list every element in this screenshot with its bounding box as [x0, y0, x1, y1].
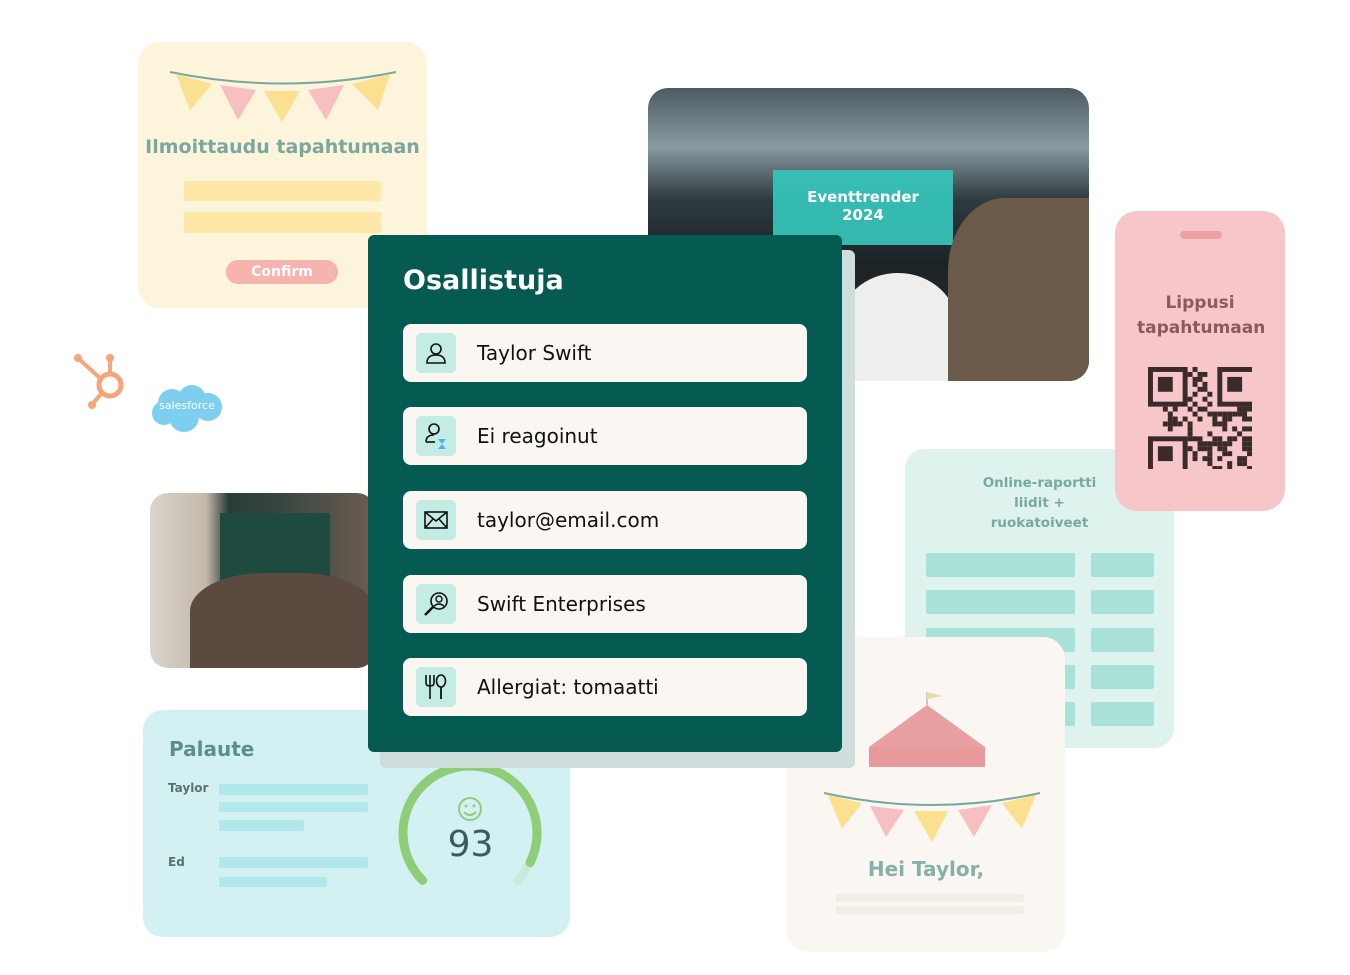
bunting-decoration: [169, 71, 397, 122]
row-label: Taylor Swift: [477, 341, 592, 365]
row-label: Ei reagoinut: [477, 424, 598, 448]
fork-spoon-icon: [416, 667, 456, 707]
signup-title: Ilmoittaudu tapahtumaan: [145, 136, 420, 158]
greeting-text: Hei Taylor,: [867, 857, 985, 881]
row-label: Allergiat: tomaatti: [477, 675, 659, 699]
attendee-company-row[interactable]: Swift Enterprises: [403, 575, 807, 633]
attendee-status-row[interactable]: Ei reagoinut: [403, 407, 807, 465]
feedback-title: Palaute: [169, 737, 255, 761]
envelope-icon: [416, 500, 456, 540]
event-photo-stage: Eventtrender 2024: [648, 88, 1089, 381]
feedback-name: Ed: [168, 855, 185, 869]
email-field[interactable]: [184, 212, 381, 233]
feedback-name: Taylor: [168, 781, 209, 795]
signup-card: Ilmoittaudu tapahtumaan Confirm: [138, 42, 427, 308]
person-icon: [416, 333, 456, 373]
confirm-button[interactable]: Confirm: [226, 260, 338, 284]
salesforce-logo: salesforce: [150, 383, 224, 433]
ticket-title: Lippusi tapahtumaan: [1137, 293, 1266, 338]
row-label: taylor@email.com: [477, 508, 660, 532]
name-field[interactable]: [184, 181, 381, 201]
attendee-email-row[interactable]: taylor@email.com: [403, 491, 807, 549]
ticket-card: Lippusi tapahtumaan: [1115, 211, 1285, 511]
bunting-decoration: [823, 792, 1041, 842]
row-label: Swift Enterprises: [477, 592, 646, 616]
attendee-name-row[interactable]: Taylor Swift: [403, 324, 807, 382]
attendee-card: Osallistuja Taylor Swift Ei reagoinut ta…: [368, 235, 842, 752]
feedback-score: 93: [447, 824, 494, 865]
company-search-icon: [416, 584, 456, 624]
attendee-title: Osallistuja: [403, 265, 564, 296]
attendee-allergy-row[interactable]: Allergiat: tomaatti: [403, 658, 807, 716]
report-title: Online-raportti liidit + ruokatoiveet: [982, 475, 1097, 531]
hubspot-icon: [74, 354, 124, 409]
smiley-icon: [458, 797, 482, 821]
qr-code-icon: [1148, 367, 1252, 469]
person-pending-icon: [416, 416, 456, 456]
event-photo-audience: [150, 493, 375, 668]
circus-tent-illustration: [869, 692, 985, 767]
